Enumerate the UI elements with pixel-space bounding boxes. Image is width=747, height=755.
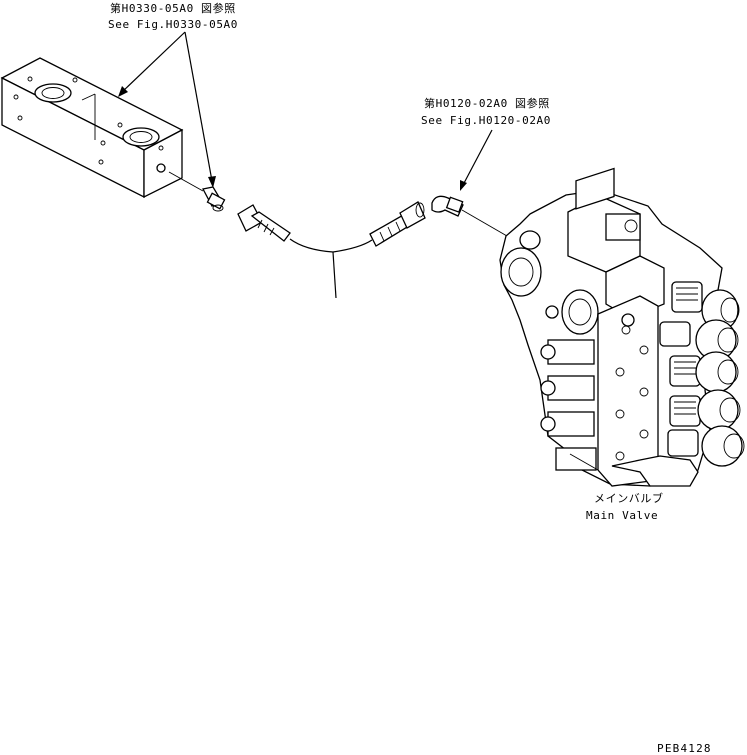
main-valve-label-en: Main Valve bbox=[586, 509, 658, 522]
callout-top-right-en: See Fig.H0120-02A0 bbox=[421, 114, 551, 127]
valve-block-icon bbox=[0, 57, 204, 199]
spool-cap-3 bbox=[669, 351, 739, 393]
drawing-code: PEB4128 bbox=[657, 742, 712, 755]
spool-cap-4 bbox=[669, 389, 741, 431]
main-valve-label-ja: メインバルブ bbox=[594, 491, 664, 505]
main-valve-icon bbox=[499, 167, 745, 487]
callout-top-right-ja: 第H0120-02A0 図参照 bbox=[424, 96, 550, 110]
hose-fitting-icon bbox=[237, 201, 426, 299]
callout-top-left-ja: 第H0330-05A0 図参照 bbox=[110, 1, 236, 15]
spool-cap-2 bbox=[659, 319, 739, 361]
callout-top-left-en: See Fig.H0330-05A0 bbox=[108, 18, 238, 31]
left-fitting-icon bbox=[202, 186, 226, 212]
leader-arrows bbox=[118, 31, 493, 191]
spool-cap-5 bbox=[667, 425, 745, 467]
elbow-fitting-icon bbox=[431, 195, 508, 237]
